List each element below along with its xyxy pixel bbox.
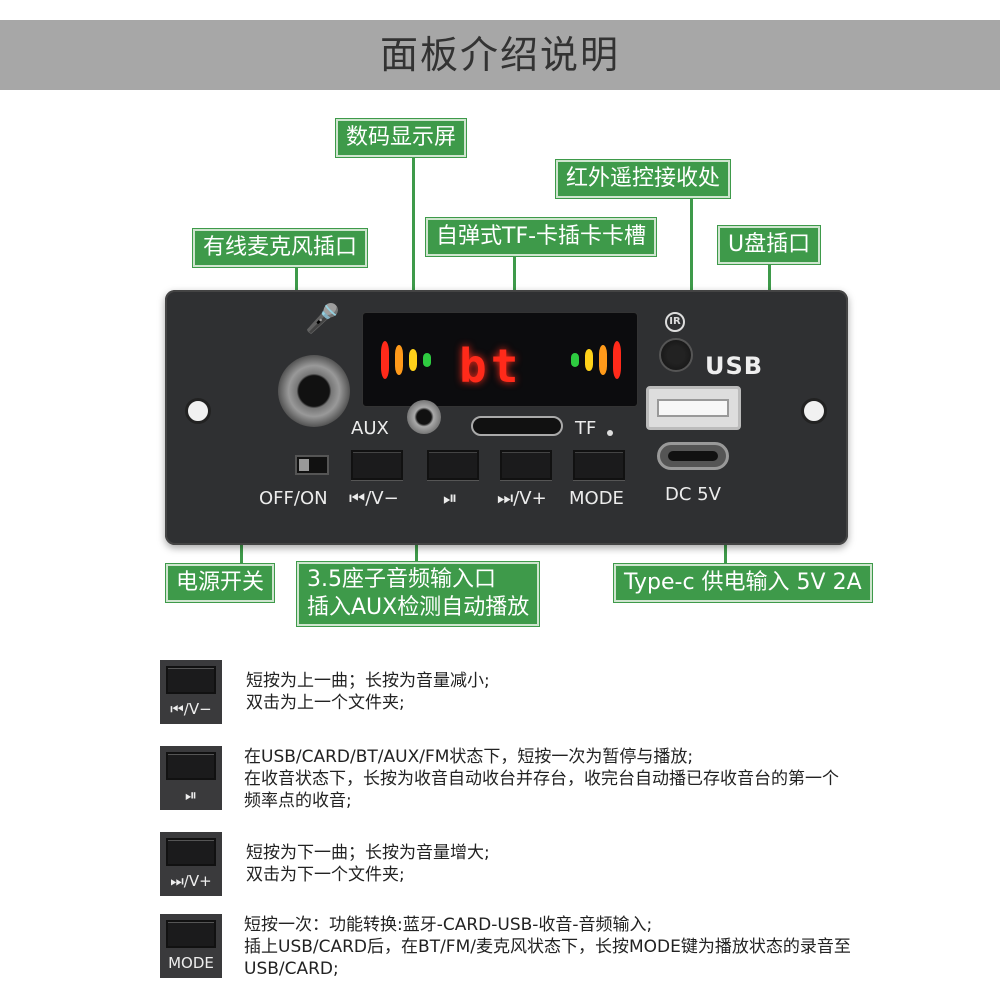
ir-receiver	[659, 338, 693, 372]
mode-key-icon: MODE	[160, 914, 222, 978]
power-switch-callout: 电源开关	[164, 563, 276, 603]
right-level-bar-yellow	[585, 349, 593, 371]
key-icon-label: ⏯	[184, 786, 197, 804]
key-icon-label: ⏮/V−	[170, 700, 212, 718]
module-panel: 🎤 bt IR USB AUX TF DC 5V OFF/ON ⏮/V− ⏯ ⏭…	[165, 290, 848, 545]
microphone-jack[interactable]	[278, 355, 350, 427]
left-level-bar-yellow	[409, 349, 417, 371]
power-switch-knob	[299, 459, 309, 471]
page-title: 面板介绍说明	[379, 33, 620, 77]
keycap	[166, 838, 216, 866]
aux-jack-callout: 3.5座子音频输入口 插入AUX检测自动播放	[295, 561, 541, 627]
next-key-icon: ⏭/V+	[160, 832, 222, 896]
left-level-bar-green	[423, 353, 431, 367]
microphone-icon: 🎤	[305, 302, 340, 335]
led-display: bt	[362, 312, 638, 407]
usb-port-callout: U盘插口	[716, 225, 822, 265]
display-callout: 数码显示屏	[334, 118, 468, 158]
key-icon-label: MODE	[168, 954, 214, 972]
dc-label: DC 5V	[665, 484, 721, 505]
description-line: 在收音状态下，长按为收音自动收台并存台，收完台自动播已存收音台的第一个	[244, 769, 839, 789]
prev-button-label: ⏮/V−	[349, 488, 399, 509]
title-banner: 面板介绍说明	[0, 20, 1000, 90]
description-line: 双击为上一个文件夹;	[246, 693, 405, 713]
description-line: 在USB/CARD/BT/AUX/FM状态下，短按一次为暂停与播放;	[244, 747, 694, 767]
description-line: 插上USB/CARD后，在BT/FM/麦克风状态下，长按MODE键为播放状态的录…	[244, 937, 851, 957]
tf-slot-callout: 自弹式TF-卡插卡卡槽	[424, 217, 658, 257]
right-level-bar-red	[613, 341, 621, 379]
keycap	[166, 666, 216, 694]
description-line: 短按为下一曲；长按为音量增大;	[246, 843, 490, 863]
key-description-text: 在USB/CARD/BT/AUX/FM状态下，短按一次为暂停与播放; 在收音状态…	[244, 746, 839, 812]
aux-callout-line-2: 插入AUX检测自动播放	[307, 595, 530, 620]
aux-callout-line-1: 3.5座子音频输入口	[307, 567, 496, 592]
prev-key-icon: ⏮/V−	[160, 660, 222, 724]
tf-label: TF	[575, 418, 597, 439]
typec-callout: Type-c 供电输入 5V 2A	[613, 563, 873, 603]
description-line: 短按一次：功能转换:蓝牙-CARD-USB-收音-音频输入;	[244, 915, 653, 935]
ir-leader-line	[690, 194, 693, 354]
tf-card-slot[interactable]	[471, 416, 563, 436]
next-button-label: ⏭/V+	[497, 488, 547, 509]
description-line: 频率点的收音;	[244, 791, 352, 811]
play-button-label: ⏯	[443, 488, 458, 509]
left-level-bar-red	[381, 341, 389, 379]
typec-port-inner	[668, 451, 718, 461]
power-switch[interactable]	[295, 455, 329, 475]
keycap	[166, 752, 216, 780]
mode-button-label: MODE	[569, 488, 624, 509]
keycap	[166, 920, 216, 948]
right-screw-hole	[801, 398, 827, 424]
ir-receiver-callout: 红外遥控接收处	[554, 159, 732, 199]
ir-badge: IR	[665, 312, 685, 332]
aux-label: AUX	[351, 418, 389, 439]
aux-jack[interactable]	[407, 400, 441, 434]
mode-button[interactable]	[573, 450, 625, 480]
usb-port[interactable]	[646, 386, 741, 430]
play-pause-button[interactable]	[427, 450, 479, 480]
switch-label: OFF/ON	[259, 488, 328, 509]
typec-port[interactable]	[657, 442, 729, 470]
display-leader-line	[412, 152, 415, 320]
usb-port-inner	[657, 399, 729, 417]
mic-jack-callout: 有线麦克风插口	[191, 228, 369, 268]
next-vol-up-button[interactable]	[500, 450, 552, 480]
key-description-text: 短按为上一曲；长按为音量减小; 双击为上一个文件夹;	[246, 670, 490, 714]
description-line: 双击为下一个文件夹;	[246, 865, 405, 885]
usb-label: USB	[705, 352, 764, 380]
prev-vol-down-button[interactable]	[351, 450, 403, 480]
key-icon-label: ⏭/V+	[170, 872, 212, 890]
right-level-bar-orange	[599, 345, 607, 375]
key-description-text: 短按为下一曲；长按为音量增大; 双击为下一个文件夹;	[246, 842, 490, 886]
play-key-icon: ⏯	[160, 746, 222, 810]
left-screw-hole	[185, 398, 211, 424]
description-line: 短按为上一曲；长按为音量减小;	[246, 671, 490, 691]
left-level-bar-orange	[395, 345, 403, 375]
description-line: USB/CARD;	[244, 959, 339, 979]
key-description-text: 短按一次：功能转换:蓝牙-CARD-USB-收音-音频输入; 插上USB/CAR…	[244, 914, 851, 980]
tf-indicator-dot	[607, 430, 613, 436]
display-digits: bt	[459, 339, 523, 393]
right-level-bar-green	[571, 353, 579, 367]
